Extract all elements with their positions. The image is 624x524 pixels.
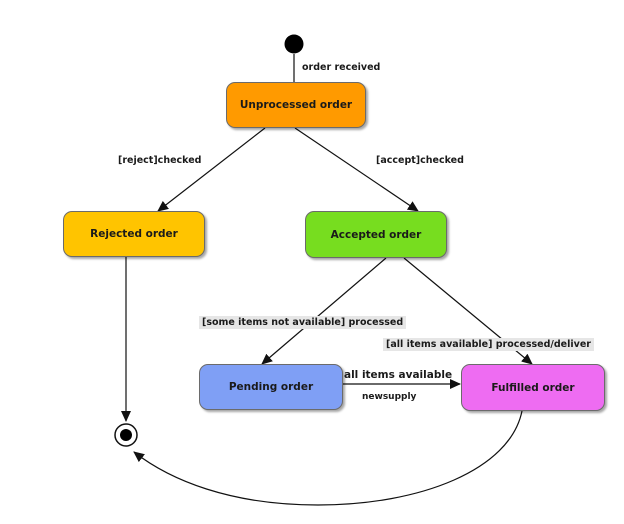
state-rejected-order[interactable]: Rejected order — [63, 211, 205, 257]
label-all-items-available: all items available — [344, 369, 453, 381]
state-accepted-order-label: Accepted order — [330, 228, 422, 241]
transition-some-items-line — [261, 257, 387, 365]
label-reject-checked: [reject]checked — [118, 155, 202, 166]
label-newsupply: newsupply — [362, 392, 417, 402]
state-unprocessed-order-label: Unprocessed order — [239, 99, 353, 111]
state-pending-order-label: Pending order — [228, 381, 314, 393]
state-fulfilled-order[interactable]: Fulfilled order — [461, 364, 605, 411]
state-accepted-order[interactable]: Accepted order — [305, 211, 447, 258]
label-some-items-not-available: [some items not available] processed — [199, 316, 407, 329]
label-order-received: order received — [302, 62, 381, 73]
transition-accept-line — [294, 127, 419, 212]
label-all-items-available-processed: [all items available] processed/deliver — [383, 338, 594, 351]
state-rejected-order-label: Rejected order — [90, 228, 178, 240]
state-pending-order[interactable]: Pending order — [199, 364, 343, 410]
transition-reject-line — [157, 127, 266, 212]
final-state-core — [120, 429, 132, 441]
transition-fulfilled-final-line — [133, 410, 523, 506]
label-accept-checked: [accept]checked — [376, 155, 464, 166]
initial-state-node — [284, 34, 304, 54]
state-fulfilled-order-label: Fulfilled order — [491, 381, 575, 394]
state-unprocessed-order[interactable]: Unprocessed order — [226, 82, 366, 128]
